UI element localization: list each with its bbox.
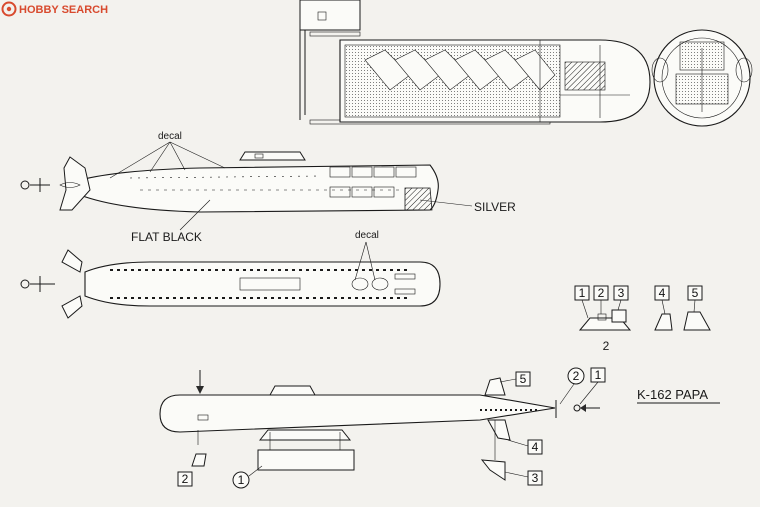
cutaway-view	[299, 0, 651, 125]
parts-group-2: 1 2 3 2 4 5	[574, 285, 711, 353]
watermark-circle-icon	[1, 1, 17, 17]
top-view-hull	[20, 249, 441, 319]
assembly-part-1-circle	[232, 471, 250, 489]
assembly-part-3-label: 3	[532, 471, 539, 485]
decal-top-label: decal	[158, 131, 182, 142]
flat-black-callout: FLAT BLACK	[131, 199, 211, 244]
flat-black-label: FLAT BLACK	[131, 230, 202, 244]
assembly-part-4-label: 4	[532, 440, 539, 454]
model-title: K-162 PAPA	[637, 387, 708, 402]
assembly-part-5-label: 5	[520, 372, 527, 386]
watermark-text: HOBBY SEARCH	[19, 4, 108, 16]
assembly-part-1-label: 1	[595, 368, 602, 382]
part-5-label: 5	[692, 286, 699, 300]
assembly-part-2-box	[177, 471, 193, 487]
watermark-logo: HOBBY SEARCH	[1, 1, 108, 17]
part-3-label: 3	[618, 286, 625, 300]
part-4-label: 4	[659, 286, 666, 300]
silver-callout: SILVER	[419, 199, 516, 214]
assembly-part-2-label: 2	[573, 369, 580, 383]
part-1-label: 1	[579, 286, 586, 300]
part-2-label: 2	[598, 286, 605, 300]
decal-top-callout: decal	[109, 131, 226, 179]
assembly-view: 5 2 1 4 3 1 2	[159, 367, 606, 489]
decal-mid-label: decal	[355, 230, 379, 241]
decal-mid-callout: decal	[354, 230, 379, 281]
cross-section-view	[651, 29, 753, 127]
silver-label: SILVER	[474, 200, 516, 214]
assembly-part-4-box	[527, 439, 543, 455]
assembly-part-3-box	[527, 470, 543, 486]
small-part-2-label: 2	[182, 472, 189, 486]
title-block: K-162 PAPA	[637, 387, 720, 404]
side-view-hull	[20, 151, 439, 213]
assembly-part-2-circle	[567, 367, 585, 385]
stand-part-1-label: 1	[238, 473, 245, 487]
group-number-label: 2	[603, 339, 610, 353]
